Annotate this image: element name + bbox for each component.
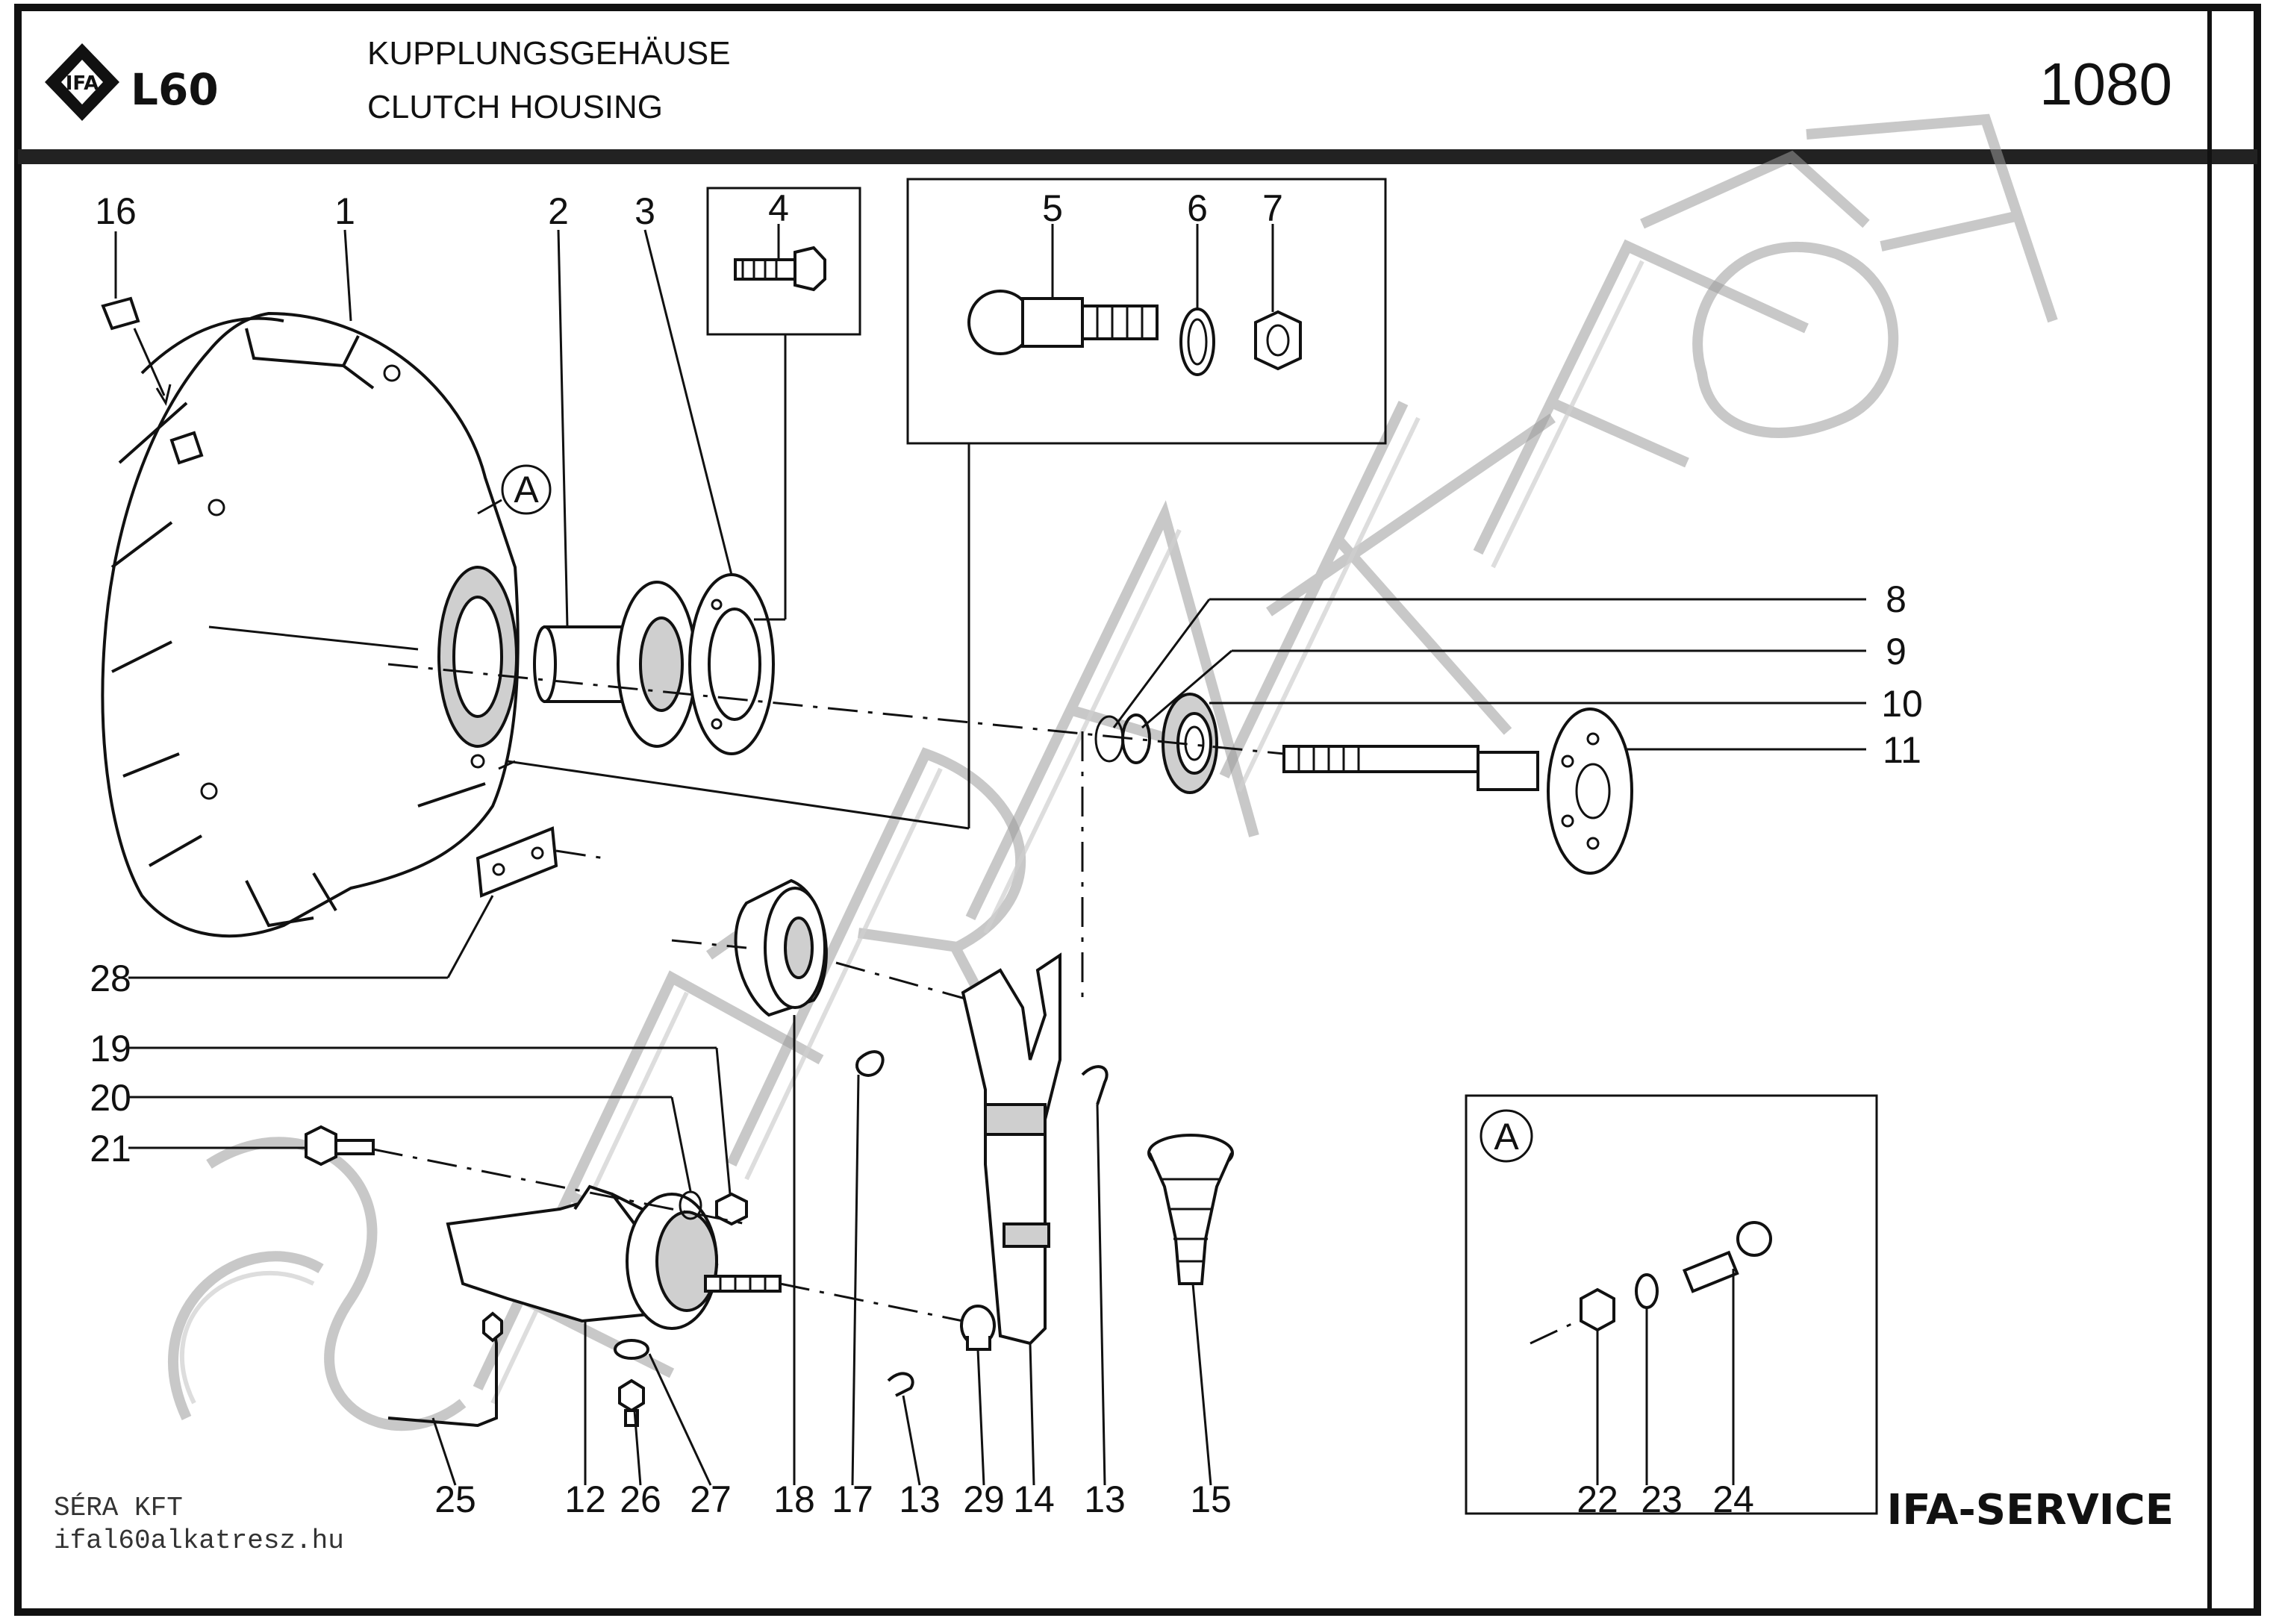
callout-1: 1: [334, 190, 355, 232]
housing-detail-marker: [501, 464, 552, 515]
detail-box-ball-stud: [906, 178, 1387, 445]
detail-a-ball-stud: [1682, 1221, 1772, 1293]
gasket: [688, 573, 775, 755]
detail-box-bolt: [706, 187, 861, 336]
nut: [1254, 310, 1302, 371]
housing-detail-letter: A: [514, 469, 539, 510]
retaining-clip: [855, 1050, 885, 1077]
callout-17: 17: [832, 1478, 873, 1520]
callout-20: 20: [90, 1077, 131, 1119]
plug: [101, 296, 140, 331]
mounting-bolt: [305, 1125, 375, 1167]
callout-21: 21: [90, 1128, 131, 1169]
model-name: L60: [131, 64, 219, 115]
callout-15: 15: [1190, 1478, 1232, 1520]
bearing-cover: [533, 581, 697, 748]
detail-a-washer: [1635, 1273, 1659, 1309]
callout-13-b: 13: [1084, 1478, 1126, 1520]
footer-website: ifal60alkatresz.hu: [54, 1525, 344, 1556]
callout-6: 6: [1187, 187, 1208, 229]
header-divider: [18, 149, 2257, 164]
callout-2: 2: [548, 190, 569, 232]
callout-4: 4: [768, 187, 789, 229]
callout-10: 10: [1881, 683, 1923, 725]
hex-nut: [715, 1192, 748, 1226]
o-ring: [1121, 713, 1151, 764]
callout-28: 28: [90, 958, 131, 999]
cover-plate: [476, 826, 558, 898]
assembly-axis: [387, 663, 1285, 755]
callout-14: 14: [1013, 1478, 1055, 1520]
hex-bolt: [734, 246, 826, 292]
callout-27: 27: [690, 1478, 732, 1520]
callout-18: 18: [773, 1478, 815, 1520]
callout-23: 23: [1641, 1478, 1683, 1520]
callout-3: 3: [635, 190, 655, 232]
logo-badge-text: IFA: [66, 72, 99, 95]
release-fork: [961, 952, 1061, 1346]
clutch-booster: [446, 1184, 782, 1330]
callout-5: 5: [1042, 187, 1063, 229]
ifa-logo: IFA: [45, 43, 119, 121]
callout-22: 22: [1577, 1478, 1618, 1520]
callout-9: 9: [1886, 631, 1906, 672]
title-german: KUPPLUNGSGEHÄUSE: [367, 35, 731, 72]
callout-16: 16: [95, 190, 137, 232]
callout-25: 25: [434, 1478, 476, 1520]
detail-box-a-marker: [1480, 1109, 1533, 1163]
detail-box-a: [1465, 1094, 1878, 1515]
release-bearing: [734, 878, 828, 1017]
callout-19: 19: [90, 1028, 131, 1069]
header: IFA L60 KUPPLUNGSGEHÄUSE CLUTCH HOUSING …: [45, 35, 2172, 125]
callout-13-a: 13: [899, 1478, 941, 1520]
ball-stud: [967, 290, 1159, 355]
callout-12: 12: [564, 1478, 606, 1520]
callout-29: 29: [963, 1478, 1005, 1520]
spring-washer: [679, 1190, 702, 1220]
callout-26: 26: [620, 1478, 661, 1520]
spring-clip-lower: [887, 1372, 914, 1397]
rubber-boot: [1147, 1134, 1234, 1285]
input-shaft: [1282, 708, 1633, 875]
sealing-ring: [614, 1339, 649, 1360]
callout-8: 8: [1886, 578, 1906, 620]
title-english: CLUTCH HOUSING: [367, 89, 663, 125]
callout-7: 7: [1262, 187, 1283, 229]
ifa-service-brand: IFA-SERVICE: [1887, 1486, 2174, 1534]
footer-company: SÉRA KFT: [54, 1492, 183, 1523]
spring-clip: [1081, 1065, 1109, 1105]
callout-labels: 16 1 2 3 4 5 6 7 8 9 10 11 28 19 20 21 2…: [90, 187, 1923, 1520]
callout-24: 24: [1712, 1478, 1754, 1520]
detail-box-a-letter: A: [1494, 1116, 1519, 1158]
clutch-housing: [101, 311, 520, 938]
page-number: 1080: [2039, 51, 2172, 117]
detail-a-nut: [1580, 1287, 1615, 1332]
ball-bearing: [1162, 693, 1218, 794]
callout-11: 11: [1883, 729, 1921, 771]
leader-lines: [114, 224, 1866, 1486]
grease-nipple: [960, 1305, 996, 1351]
